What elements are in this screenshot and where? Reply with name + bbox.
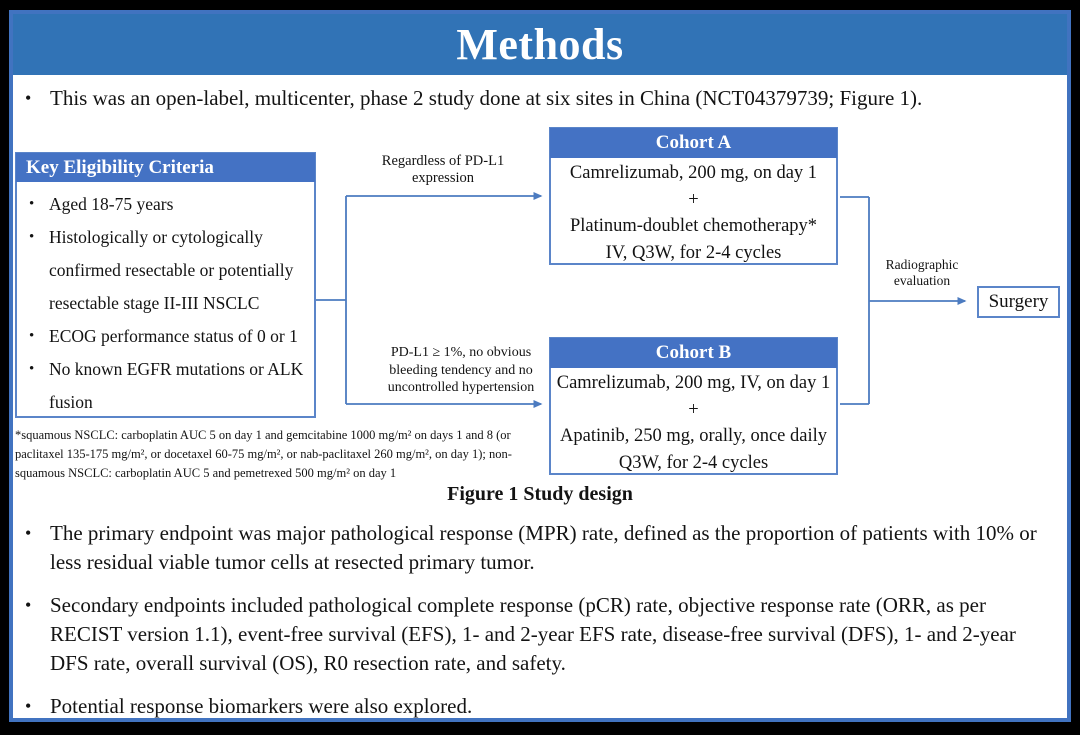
intro-bullet: • This was an open-label, multicenter, p…	[19, 84, 1080, 113]
eligibility-item: Aged 18-75 years	[25, 188, 310, 221]
bullet-marker: •	[25, 88, 32, 108]
eligibility-header: Key Eligibility Criteria	[16, 153, 315, 182]
bullet-secondary-endpoints: • Secondary endpoints included pathologi…	[19, 591, 1055, 678]
bullet-text: Potential response biomarkers were also …	[50, 694, 473, 718]
cohort-a-body: Camrelizumab, 200 mg, on day 1 + Platinu…	[551, 157, 836, 266]
cohort-a-line: Platinum-doublet chemotherapy*	[569, 216, 818, 236]
cohort-b-header: Cohort B	[550, 338, 837, 368]
cohort-b-box: Cohort B Camrelizumab, 200 mg, IV, on da…	[549, 337, 838, 475]
branch-label-bottom: PD-L1 ≥ 1%, no obvious bleeding tendency…	[387, 345, 535, 395]
eligibility-list: Aged 18-75 years Histologically or cytol…	[17, 188, 314, 419]
slide-title-bar: Methods	[13, 14, 1067, 75]
bullet-marker: •	[25, 696, 32, 716]
bullet-text: The primary endpoint was major pathologi…	[50, 521, 1037, 574]
cohort-b-body: Camrelizumab, 200 mg, IV, on day 1 + Apa…	[551, 367, 836, 476]
figure-caption: Figure 1 Study design	[447, 483, 633, 505]
cohort-b-line: +	[688, 399, 699, 420]
cohort-a-line: Camrelizumab, 200 mg, on day 1	[569, 163, 818, 183]
surgery-box: Surgery	[977, 286, 1060, 318]
cohort-b-line: Q3W, for 2-4 cycles	[618, 452, 769, 473]
cohort-a-line: +	[688, 189, 699, 210]
slide: Methods • This was an open-label, multic…	[9, 10, 1071, 722]
intro-bullet-text: This was an open-label, multicenter, pha…	[50, 86, 923, 110]
eligibility-item: Histologically or cytologically confirme…	[25, 221, 310, 320]
chemotherapy-footnote: *squamous NSCLC: carboplatin AUC 5 on da…	[15, 428, 512, 480]
branch-label-top: Regardless of PD-L1 expression	[381, 153, 505, 187]
eligibility-box: Key Eligibility Criteria Aged 18-75 year…	[15, 152, 316, 418]
eligibility-item: No known EGFR mutations or ALK fusion	[25, 353, 310, 419]
bullet-biomarkers: • Potential response biomarkers were als…	[19, 692, 1055, 721]
page-title: Methods	[456, 20, 624, 69]
bullet-marker: •	[25, 595, 32, 615]
surgery-label: Surgery	[988, 291, 1049, 312]
bullet-marker: •	[25, 523, 32, 543]
eligibility-item: ECOG performance status of 0 or 1	[25, 320, 310, 353]
bullet-primary-endpoint: • The primary endpoint was major patholo…	[19, 519, 1055, 577]
cohort-b-line: Camrelizumab, 200 mg, IV, on day 1	[556, 373, 831, 393]
cohort-b-line: Apatinib, 250 mg, orally, once daily	[560, 426, 827, 446]
radiographic-evaluation-label: Radiographic evaluation	[885, 257, 959, 289]
endpoint-bullets: • The primary endpoint was major patholo…	[19, 519, 1055, 735]
cohort-a-header: Cohort A	[550, 128, 837, 158]
bullet-text: Secondary endpoints included pathologica…	[50, 593, 1016, 675]
cohort-a-line: IV, Q3W, for 2-4 cycles	[605, 242, 782, 263]
cohort-a-box: Cohort A Camrelizumab, 200 mg, on day 1 …	[549, 127, 838, 265]
